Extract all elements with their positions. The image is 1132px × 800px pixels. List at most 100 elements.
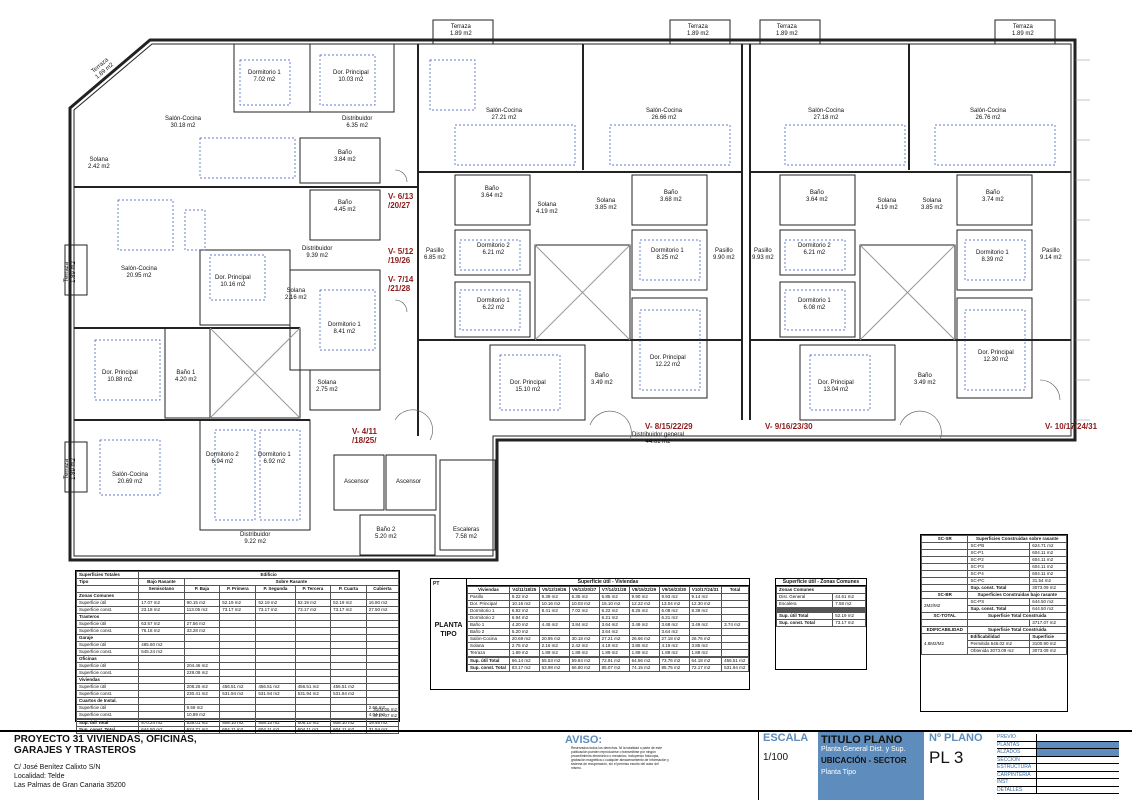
cell: 15.10 m2 [598, 600, 630, 608]
cell [628, 628, 660, 636]
phase-item: ESTRUCTURA [997, 764, 1119, 772]
cell [330, 711, 367, 719]
cell: 72.91 m2 [598, 657, 630, 665]
cell [219, 627, 257, 635]
cell: 2.16 m2 [538, 642, 570, 650]
titulo-value: Planta General Dist. y Sup. [821, 746, 906, 753]
cell: 73.17 m2 [330, 606, 367, 614]
cell [219, 620, 257, 628]
cell: 545.24 m2 [138, 648, 185, 656]
cell [219, 669, 257, 677]
cell: 1.89 m2 [538, 649, 570, 657]
cell: 4.8M2/M2 [920, 633, 969, 655]
cell: 624.71 m2 [1029, 542, 1067, 550]
cell: 3.68 m2 [658, 621, 690, 629]
cell [294, 669, 332, 677]
cell: Superficie const. [75, 669, 140, 677]
cell: 27.50 m2 [365, 606, 400, 614]
escala-label: ESCALA [763, 732, 809, 744]
ubicacion-label: UBICACIÓN - SECTOR [821, 756, 907, 765]
phase-label: SECCIÓN [997, 756, 1037, 763]
cell [721, 614, 749, 622]
table-title: Superficies Totales [75, 571, 140, 579]
cell [365, 627, 400, 635]
cell: 456.51 m2 [219, 683, 257, 691]
sc-sr-title: Superficies Construidas sobre rasante [967, 535, 1067, 543]
cell: Obtenida 3073.09 m2 [967, 647, 1031, 655]
phase-label: CARPINTERÍA [997, 771, 1037, 778]
cell: 6.92 m2 [508, 607, 540, 615]
cell-label: Permitida [970, 641, 990, 646]
cell: Baño 2 [467, 628, 510, 636]
cell: Trasteros [75, 613, 140, 621]
cell [255, 655, 296, 663]
cell [219, 641, 257, 649]
cell: 7.58 m2 [832, 600, 866, 608]
cell [255, 704, 296, 712]
col-header: V5/12/19/26 [538, 586, 570, 594]
title-block: PROYECTO 31 VIVIENDAS, OFICINAS, GARAJES… [0, 730, 1132, 800]
cell: 3.64 m2 [598, 621, 630, 629]
cell: 74.15 m2 [628, 664, 660, 672]
cell: 508.10 m2 [294, 719, 332, 727]
cell: 72.17 m2 [688, 664, 723, 672]
aviso-text: Reservados todos los derechos. Ni la tot… [571, 746, 669, 770]
cell: 73.76 m2 [658, 657, 690, 665]
cell [219, 592, 257, 600]
cell [365, 641, 400, 649]
cell: Solana [467, 642, 510, 650]
cell: Superficie útil [75, 683, 140, 691]
dwelling-tag: V- 4/11 /18/25/ [352, 427, 377, 445]
cell [294, 634, 332, 642]
cell [255, 697, 296, 705]
nplano-value: PL 3 [929, 748, 964, 767]
cell: 538.01 m2 [183, 719, 221, 727]
cell: 26.76 m2 [688, 635, 723, 643]
surfaces-grand-totals: 3104.05 m2 3717.07 m2 [373, 707, 397, 719]
cell: 2.42 m2 [568, 642, 600, 650]
phase-fill [1037, 749, 1119, 756]
cell [294, 697, 332, 705]
common-areas-table: Superficie útil - Zonas Comunes Zonas Co… [775, 578, 867, 670]
cell: SC-PB [967, 542, 1031, 550]
cell: 30.18 m2 [568, 635, 600, 643]
col-header: Total [721, 586, 749, 594]
cell [365, 592, 400, 600]
group-header: Bajo Rasante [138, 578, 185, 586]
cell: SC-PS [967, 598, 1031, 606]
aviso-title: AVISO: [565, 734, 603, 746]
cell [568, 614, 600, 622]
cell: 52.19 m2 [832, 612, 866, 620]
cell [294, 711, 332, 719]
cell: Edificabilidad [967, 633, 1031, 641]
cell [183, 613, 221, 621]
cell [183, 697, 221, 705]
cell [365, 697, 400, 705]
cell: 10.03 m2 [568, 600, 600, 608]
cell-value: 646.02 m2 [990, 641, 1012, 646]
cell: 85.75 m2 [658, 664, 690, 672]
cell: 3717.07 m2 [1029, 619, 1067, 627]
cell [721, 628, 749, 636]
cell [219, 676, 257, 684]
cell: 3.64 m2 [598, 628, 630, 636]
cell: SC-P2 [967, 556, 1031, 564]
phase-fill [1037, 779, 1119, 786]
